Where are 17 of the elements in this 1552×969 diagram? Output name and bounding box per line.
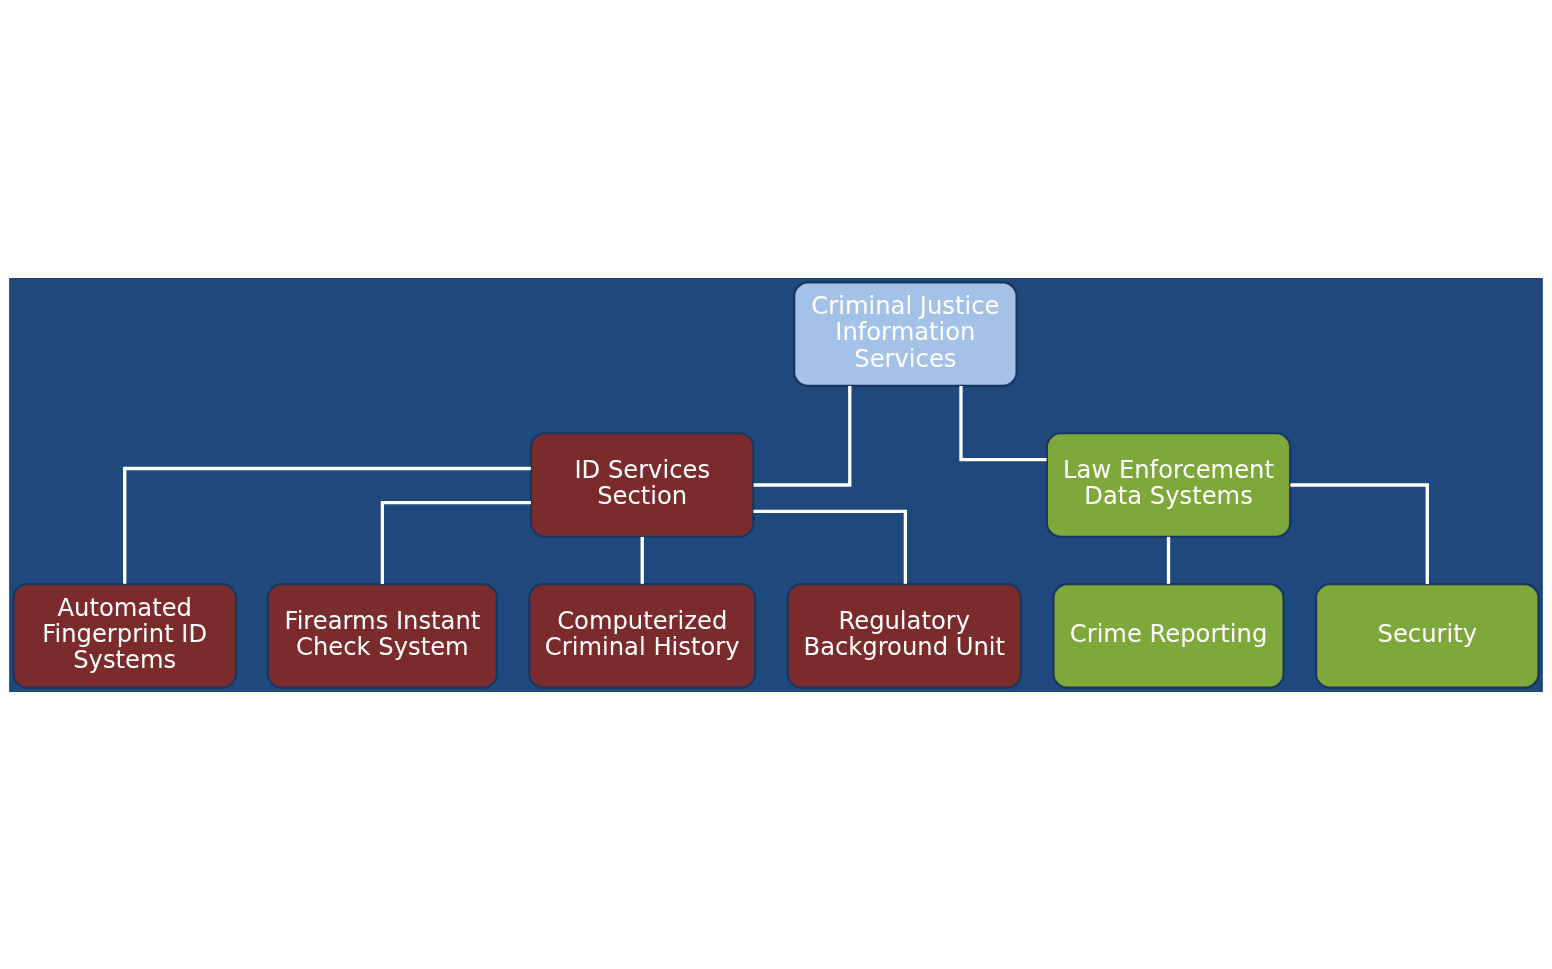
node-box: Computerized Criminal History — [528, 582, 757, 689]
node-box: Law Enforcement Data Systems — [1045, 431, 1292, 538]
node-box: Regulatory Background Unit — [786, 582, 1023, 689]
node-box: ID Services Section — [529, 431, 755, 538]
node-box: Crime Reporting — [1052, 582, 1285, 689]
connector — [959, 385, 1047, 461]
connector — [380, 500, 531, 584]
node-box: Automated Fingerprint ID Systems — [12, 582, 238, 689]
node-box: Security — [1314, 582, 1540, 689]
connector — [753, 385, 852, 487]
connector — [123, 466, 531, 584]
connector — [1290, 482, 1429, 584]
node-box: Criminal Justice Information Services — [793, 280, 1018, 387]
connector — [640, 536, 644, 584]
connector — [1166, 536, 1171, 584]
node-box: Firearms Instant Check System — [266, 582, 498, 689]
connector — [753, 509, 908, 584]
